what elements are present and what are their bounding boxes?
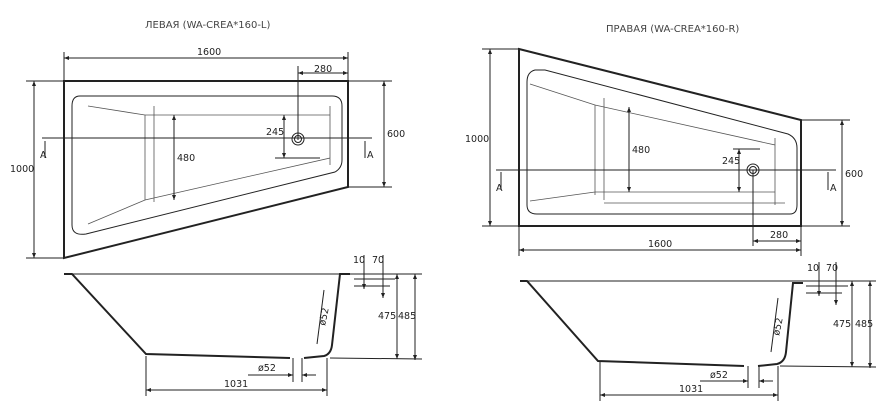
right-dim-475: 475 (833, 319, 851, 330)
left-dim-600: 600 (387, 129, 405, 140)
right-dim-485: 485 (855, 319, 873, 330)
right-dim-600: 600 (845, 169, 863, 180)
right-dim-1600: 1600 (648, 239, 672, 250)
left-drain-diameter: ø52 (258, 363, 276, 374)
right-title: ПРАВАЯ (WA-CREA*160-R) (606, 24, 739, 35)
left-dim-245: 245 (266, 127, 284, 138)
right-dim-1000: 1000 (465, 134, 489, 145)
right-plan-view: ПРАВАЯ (WA-CREA*160-R) 1600 280 1000 600… (465, 24, 863, 256)
left-dim-1000: 1000 (10, 164, 34, 175)
left-section-view: 10 70 475 485 ø52 1031 ø52 (64, 255, 423, 396)
left-dim-10: 10 (353, 255, 365, 266)
left-basin-rim (71, 95, 343, 235)
right-dim-70: 70 (826, 263, 838, 274)
right-drain-icon (746, 163, 760, 177)
right-dim-245: 245 (722, 156, 740, 167)
left-section-marker-a: A (40, 150, 47, 161)
right-basin-rim (526, 69, 798, 215)
right-section-marker-a2: A (830, 183, 837, 194)
left-title: ЛЕВАЯ (WA-CREA*160-L) (145, 20, 270, 31)
right-drain-diameter: ø52 (710, 370, 728, 381)
right-section-view: 10 70 475 485 ø52 1031 ø52 (520, 262, 877, 401)
right-dim-10: 10 (807, 263, 819, 274)
right-overflow-diameter: ø52 (771, 317, 785, 337)
right-dim-280: 280 (770, 230, 788, 241)
left-outer-outline (63, 80, 349, 260)
left-drain-icon (291, 132, 305, 146)
left-plan-view: ЛЕВАЯ (WA-CREA*160-L) 1600 280 1000 600 … (10, 20, 405, 260)
right-dim-1031: 1031 (679, 384, 703, 395)
left-section-marker-a2: A (367, 150, 374, 161)
right-dim-480: 480 (632, 145, 650, 156)
left-overflow-diameter: ø52 (317, 307, 331, 327)
right-outer-outline (518, 47, 802, 227)
left-dim-280: 280 (314, 64, 332, 75)
right-basin-inner (529, 83, 785, 205)
left-dim-485: 485 (398, 311, 416, 322)
left-dim-1600: 1600 (197, 47, 221, 58)
right-section-profile (520, 280, 803, 367)
right-section-marker-a: A (496, 183, 503, 194)
left-dim-480: 480 (177, 153, 195, 164)
left-dim-475: 475 (378, 311, 396, 322)
left-section-profile (64, 273, 350, 359)
left-basin-inner (87, 105, 331, 225)
left-dim-70: 70 (372, 255, 384, 266)
left-dim-1031: 1031 (224, 379, 248, 390)
